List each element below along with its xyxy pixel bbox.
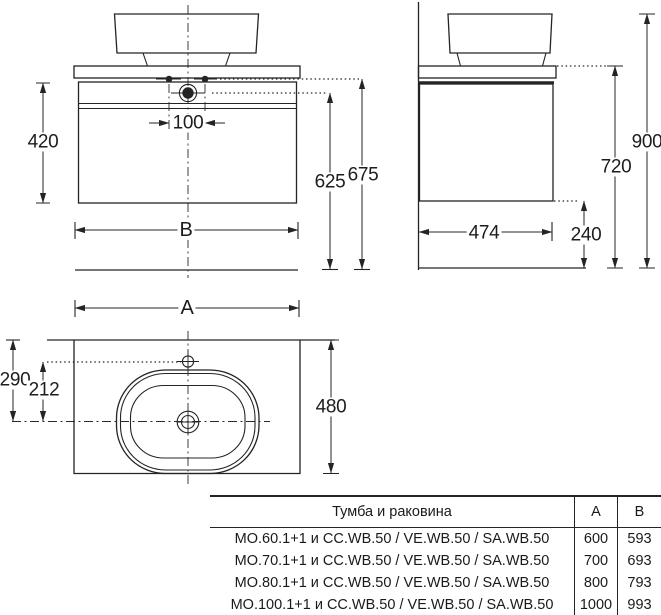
table-row: MO.60.1+1 и CC.WB.50 / VE.WB.50 / SA.WB.… bbox=[210, 528, 661, 550]
header-model: Тумба и раковина bbox=[332, 504, 452, 520]
model-name: MO.70.1+1 и CC.WB.50 / VE.WB.50 / SA.WB.… bbox=[234, 553, 550, 569]
dim-label-675: 675 bbox=[345, 164, 381, 186]
header-col-a: A bbox=[574, 497, 617, 527]
mount-hole-left bbox=[165, 75, 173, 83]
value-b: 793 bbox=[617, 572, 661, 594]
side-cabinet bbox=[418, 83, 554, 202]
top-countertop bbox=[73, 340, 301, 475]
side-basin bbox=[447, 13, 553, 54]
value-a: 800 bbox=[574, 572, 617, 594]
dim-label-212: 212 bbox=[26, 379, 62, 401]
ticks-720 bbox=[607, 65, 623, 269]
value-b: 993 bbox=[617, 594, 661, 615]
value-a: 700 bbox=[574, 550, 617, 572]
side-countertop bbox=[417, 65, 557, 79]
side-basin-base bbox=[456, 52, 547, 67]
dim-label-625: 625 bbox=[312, 171, 348, 193]
model-name: MO.80.1+1 и CC.WB.50 / VE.WB.50 / SA.WB.… bbox=[234, 575, 550, 591]
front-view bbox=[36, 5, 370, 278]
dim-label-100: 100 bbox=[170, 112, 206, 134]
model-name: MO.60.1+1 и CC.WB.50 / VE.WB.50 / SA.WB.… bbox=[234, 531, 550, 547]
top-view bbox=[6, 300, 339, 484]
model-name: MO.100.1+1 и CC.WB.50 / VE.WB.50 / SA.WB… bbox=[230, 597, 554, 613]
mount-hole-right bbox=[201, 75, 209, 83]
dim-label-B: B bbox=[177, 219, 195, 241]
dim-label-420: 420 bbox=[25, 131, 61, 153]
side-view bbox=[417, 2, 655, 270]
value-a: 1000 bbox=[574, 594, 617, 615]
spec-table: Тумба и раковина A B MO.60.1+1 и CC.WB.5… bbox=[210, 495, 661, 615]
table-row: MO.100.1+1 и CC.WB.50 / VE.WB.50 / SA.WB… bbox=[210, 594, 661, 615]
table-row: MO.80.1+1 и CC.WB.50 / VE.WB.50 / SA.WB.… bbox=[210, 572, 661, 594]
value-b: 593 bbox=[617, 528, 661, 550]
front-countertop bbox=[73, 65, 301, 79]
dim-label-A: A bbox=[178, 297, 196, 319]
front-cabinet bbox=[77, 81, 298, 204]
dim-label-240: 240 bbox=[568, 224, 604, 246]
dim-label-720: 720 bbox=[598, 156, 634, 178]
dim-label-290: 290 bbox=[0, 370, 33, 390]
dim-label-900: 900 bbox=[629, 132, 661, 152]
table-header-row: Тумба и раковина A B bbox=[210, 497, 661, 528]
dim-label-474: 474 bbox=[466, 222, 502, 244]
value-a: 600 bbox=[574, 528, 617, 550]
front-basin-base bbox=[142, 52, 231, 67]
table-row: MO.70.1+1 и CC.WB.50 / VE.WB.50 / SA.WB.… bbox=[210, 550, 661, 572]
ticks-900 bbox=[639, 13, 655, 269]
front-drawer-gap bbox=[78, 102, 297, 110]
header-col-b: B bbox=[617, 497, 661, 527]
dim-label-480: 480 bbox=[313, 396, 349, 418]
faucet-hole-ring bbox=[178, 83, 198, 103]
front-basin bbox=[113, 13, 260, 54]
value-b: 693 bbox=[617, 550, 661, 572]
faucet-hole bbox=[182, 87, 194, 99]
